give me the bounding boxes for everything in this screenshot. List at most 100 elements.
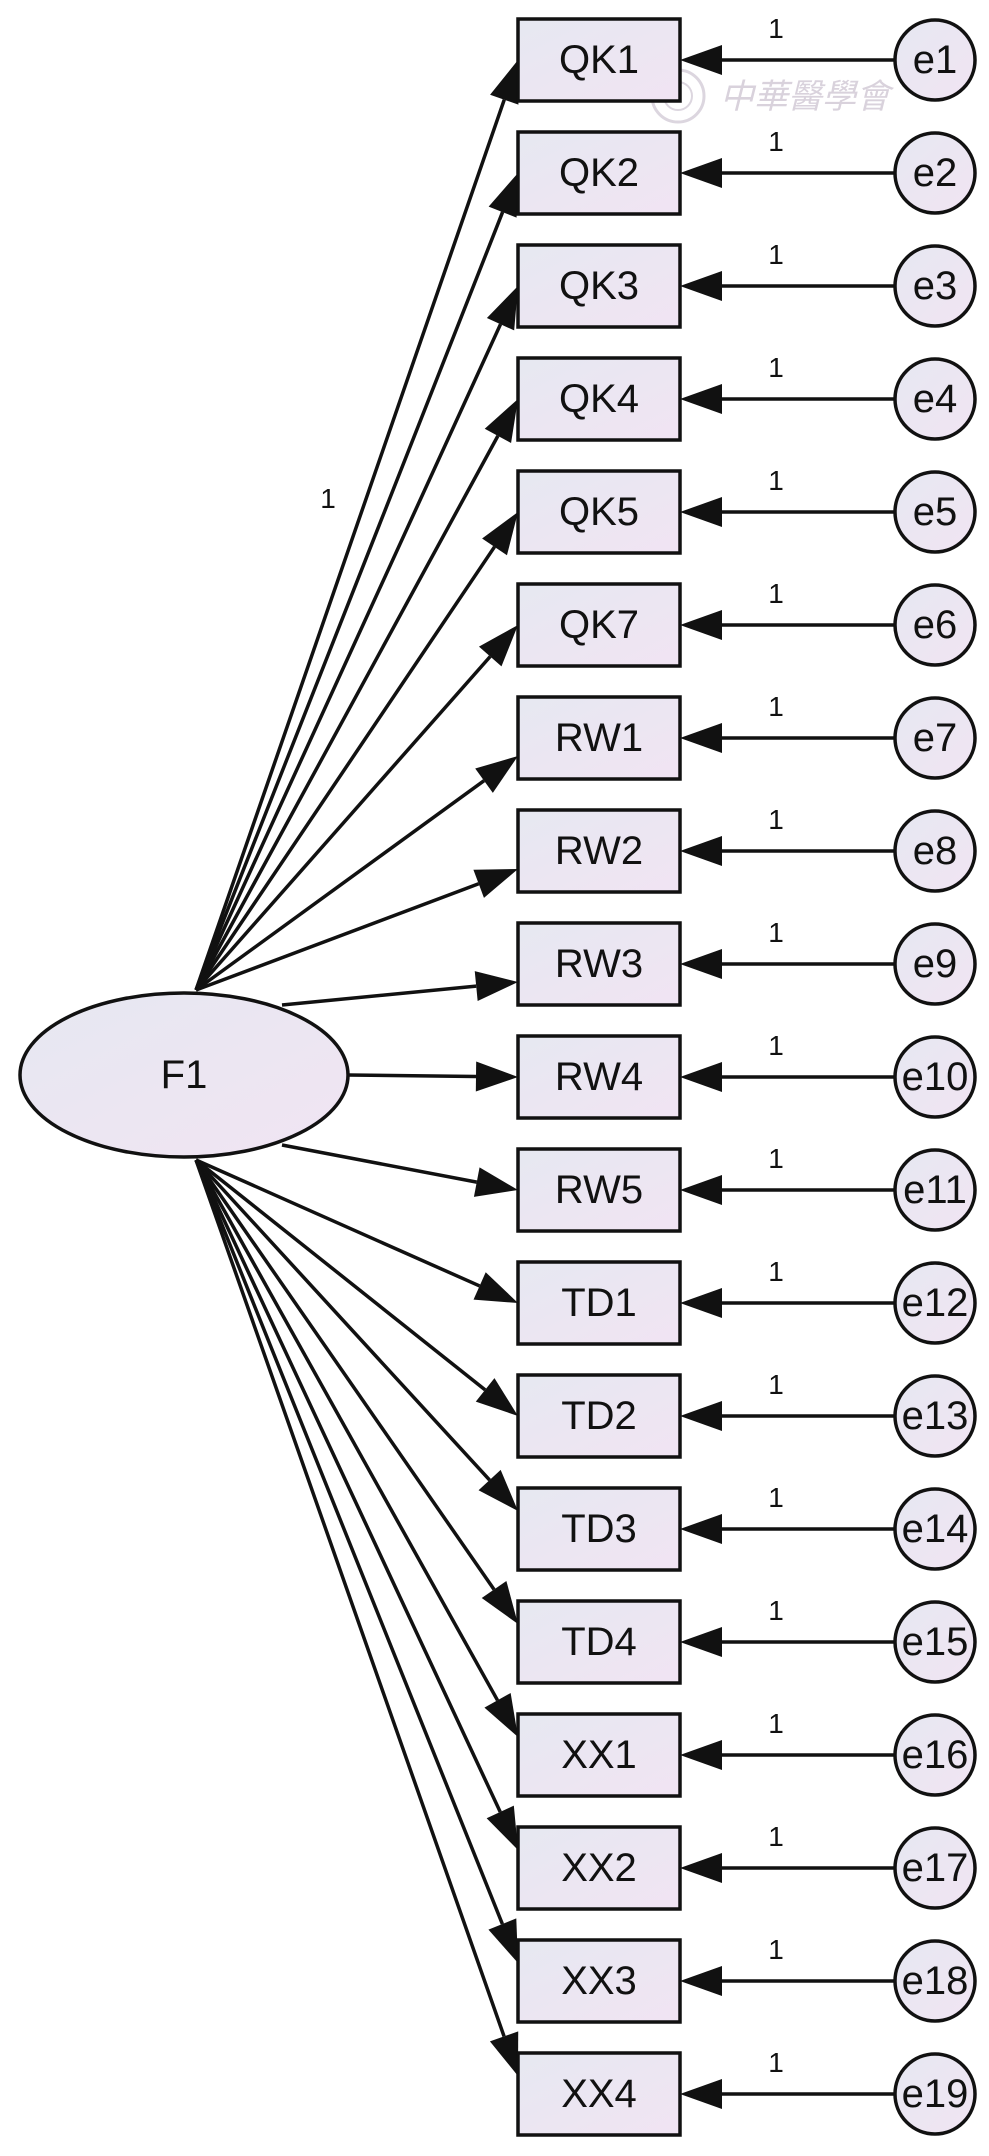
- error-circle[interactable]: [893, 244, 977, 328]
- error-term-e19[interactable]: e19: [893, 2052, 977, 2136]
- indicator-box[interactable]: [516, 1599, 682, 1685]
- error-term-e1[interactable]: e1: [893, 18, 977, 102]
- indicator-xx4[interactable]: XX4: [516, 2051, 682, 2137]
- error-term-e8[interactable]: e8: [893, 809, 977, 893]
- error-circle[interactable]: [893, 2052, 977, 2136]
- error-circle[interactable]: [893, 696, 977, 780]
- indicator-box[interactable]: [516, 582, 682, 668]
- error-circle[interactable]: [893, 18, 977, 102]
- error-term-e14[interactable]: e14: [893, 1487, 977, 1571]
- loading-path-xx4-line: [194, 1159, 506, 2037]
- indicator-box[interactable]: [516, 1373, 682, 1459]
- indicator-xx2[interactable]: XX2: [516, 1825, 682, 1911]
- error-term-e13[interactable]: e13: [893, 1374, 977, 1458]
- indicator-label: RW4: [555, 1055, 643, 1099]
- error-term-e11[interactable]: e11: [893, 1148, 977, 1232]
- error-circle[interactable]: [893, 1261, 977, 1345]
- error-circle[interactable]: [893, 1713, 977, 1797]
- indicator-box[interactable]: [516, 1825, 682, 1911]
- latent-ellipse[interactable]: [18, 991, 350, 1159]
- error-path-qk2: [680, 158, 895, 188]
- error-term-e2[interactable]: e2: [893, 131, 977, 215]
- error-label: e11: [903, 1168, 967, 1212]
- indicator-xx3[interactable]: XX3: [516, 1938, 682, 2024]
- indicator-box[interactable]: [516, 356, 682, 442]
- indicator-label: TD1: [561, 1281, 637, 1325]
- error-term-e12[interactable]: e12: [893, 1261, 977, 1345]
- indicator-rw3[interactable]: RW3: [516, 921, 682, 1007]
- error-circle[interactable]: [893, 1374, 977, 1458]
- error-circle[interactable]: [893, 131, 977, 215]
- indicator-box[interactable]: [516, 1486, 682, 1572]
- error-path-label-td3: 1: [768, 1482, 784, 1513]
- indicator-rw1[interactable]: RW1: [516, 695, 682, 781]
- loading-label: 1: [320, 483, 336, 514]
- loading-path-td1-line: [195, 1158, 481, 1288]
- error-circle[interactable]: [893, 1035, 977, 1119]
- indicator-rw5[interactable]: RW5: [516, 1147, 682, 1233]
- indicator-box[interactable]: [516, 2051, 682, 2137]
- indicator-box[interactable]: [516, 1712, 682, 1798]
- indicator-qk7[interactable]: QK7: [516, 582, 682, 668]
- error-label: e2: [913, 151, 958, 195]
- error-path-rw1-arrowhead: [680, 723, 722, 753]
- indicator-box[interactable]: [516, 1938, 682, 2024]
- error-label: e4: [913, 377, 958, 421]
- error-path-rw5: [680, 1175, 895, 1205]
- error-circle[interactable]: [893, 470, 977, 554]
- indicator-qk2[interactable]: QK2: [516, 130, 682, 216]
- indicator-rw4[interactable]: RW4: [516, 1034, 682, 1120]
- error-term-e3[interactable]: e3: [893, 244, 977, 328]
- error-circle[interactable]: [893, 1826, 977, 1910]
- indicator-td2[interactable]: TD2: [516, 1373, 682, 1459]
- indicator-box[interactable]: [516, 243, 682, 329]
- error-path-label-qk1: 1: [768, 13, 784, 44]
- loading-path-qk4-line: [194, 435, 500, 991]
- loading-path-td2-line: [194, 1158, 487, 1392]
- paths-layer: [194, 45, 895, 2109]
- error-path-label-qk5: 1: [768, 465, 784, 496]
- error-label: e14: [902, 1507, 969, 1551]
- error-circle[interactable]: [893, 583, 977, 667]
- indicator-qk1[interactable]: QK1: [516, 17, 682, 103]
- error-term-e9[interactable]: e9: [893, 922, 977, 1006]
- error-term-e4[interactable]: e4: [893, 357, 977, 441]
- indicator-td3[interactable]: TD3: [516, 1486, 682, 1572]
- error-label: e7: [913, 716, 958, 760]
- error-term-e16[interactable]: e16: [893, 1713, 977, 1797]
- indicator-box[interactable]: [516, 469, 682, 555]
- indicator-xx1[interactable]: XX1: [516, 1712, 682, 1798]
- indicator-qk3[interactable]: QK3: [516, 243, 682, 329]
- indicator-box[interactable]: [516, 808, 682, 894]
- error-circle[interactable]: [893, 1487, 977, 1571]
- indicator-box[interactable]: [516, 1147, 682, 1233]
- error-circle[interactable]: [893, 1600, 977, 1684]
- error-circle[interactable]: [893, 1939, 977, 2023]
- error-term-e17[interactable]: e17: [893, 1826, 977, 1910]
- error-circle[interactable]: [893, 922, 977, 1006]
- error-circle[interactable]: [893, 1148, 977, 1232]
- indicator-box[interactable]: [516, 695, 682, 781]
- indicator-qk4[interactable]: QK4: [516, 356, 682, 442]
- error-circle[interactable]: [893, 809, 977, 893]
- error-term-e18[interactable]: e18: [893, 1939, 977, 2023]
- indicator-td1[interactable]: TD1: [516, 1260, 682, 1346]
- error-term-e7[interactable]: e7: [893, 696, 977, 780]
- indicator-box[interactable]: [516, 17, 682, 103]
- indicator-box[interactable]: [516, 130, 682, 216]
- latent-factor[interactable]: F1: [18, 991, 350, 1159]
- indicator-label: XX2: [561, 1846, 637, 1890]
- error-term-e6[interactable]: e6: [893, 583, 977, 667]
- error-term-e10[interactable]: e10: [893, 1035, 977, 1119]
- error-term-e5[interactable]: e5: [893, 470, 977, 554]
- indicator-qk5[interactable]: QK5: [516, 469, 682, 555]
- error-term-e15[interactable]: e15: [893, 1600, 977, 1684]
- indicator-td4[interactable]: TD4: [516, 1599, 682, 1685]
- indicator-box[interactable]: [516, 1034, 682, 1120]
- loading-path-qk4-arrowhead: [484, 399, 518, 444]
- error-circle[interactable]: [893, 357, 977, 441]
- indicator-label: QK2: [559, 151, 639, 195]
- indicator-box[interactable]: [516, 921, 682, 1007]
- indicator-rw2[interactable]: RW2: [516, 808, 682, 894]
- indicator-box[interactable]: [516, 1260, 682, 1346]
